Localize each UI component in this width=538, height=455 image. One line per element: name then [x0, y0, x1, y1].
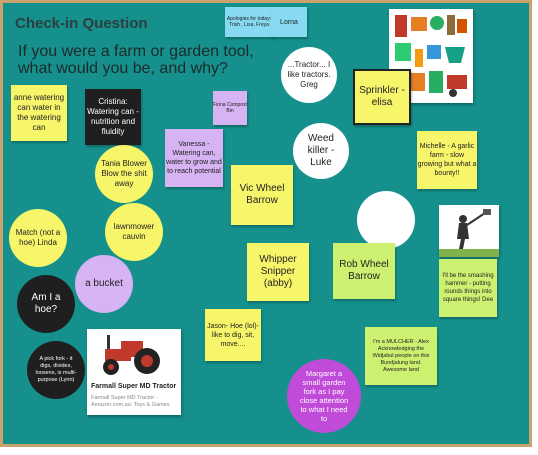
sticky-note-whipper[interactable]: Whipper Snipper (abby) [247, 243, 309, 301]
sticky-note-vic[interactable]: Vic Wheel Barrow [231, 165, 293, 225]
hammer-person-image[interactable] [439, 205, 499, 257]
sticky-note-vanessa[interactable]: Vanessa - Watering can, water to grow an… [165, 129, 223, 187]
sticky-note-sprinkler[interactable]: Sprinkler - elisa [353, 69, 411, 125]
tractor-card-subtitle: Farmall Super MD Tractor - Amazon.com.au… [91, 395, 170, 408]
tractor-image [87, 329, 181, 379]
sticky-note-lorna[interactable]: Lorna [271, 7, 307, 37]
sticky-note-rob[interactable]: Rob Wheel Barrow [333, 243, 395, 299]
sticky-note-mulcher[interactable]: I'm a MULCHER - Alex Acknowledging the W… [365, 327, 437, 385]
garden-tools-illustration [395, 15, 467, 97]
sticky-note-cristina[interactable]: Cristina: Watering can - nutrition and f… [85, 89, 141, 145]
sticky-note-fiona[interactable]: Fiona Compost Bin [213, 91, 247, 125]
circle-note-blank[interactable] [357, 191, 415, 249]
circle-note-tania[interactable]: Tania Blower Blow the shit away [95, 145, 153, 203]
circle-note-tractor-greg[interactable]: ...Tractor... I like tractors. Greg [281, 47, 337, 103]
circle-note-match[interactable]: Match (not a hoe) Linda [9, 209, 67, 267]
circle-note-am-i-hoe[interactable]: Am I a hoe? [17, 275, 75, 333]
tractor-link-card[interactable]: Farmall Super MD Tractor Farmall Super M… [87, 329, 181, 415]
circle-note-lawnmower[interactable]: lawnmower cauvin [105, 203, 163, 261]
sticky-note-anne[interactable]: anne watering can water in the watering … [11, 85, 67, 141]
hammer-illustration [439, 209, 499, 257]
circle-note-bucket[interactable]: a bucket [75, 255, 133, 313]
whiteboard-canvas[interactable]: Check-in Question If you were a farm or … [0, 0, 532, 447]
sticky-note-michelle[interactable]: Michelle - A garlic farm - slow growing … [417, 131, 477, 189]
tractor-card-title: Farmall Super MD Tractor [91, 383, 177, 390]
circle-note-margaret[interactable]: Margaret a small garden fork as I pay cl… [287, 359, 361, 433]
sticky-note-dee[interactable]: I'll be the smashing hammer - putting ro… [439, 259, 497, 317]
board-title: Check-in Question [15, 15, 148, 32]
circle-note-pick-fork[interactable]: A pick fork - it digs, divides, loosens,… [27, 341, 85, 399]
check-in-question: If you were a farm or garden tool, what … [18, 43, 254, 77]
sticky-note-apologies[interactable]: Apologies for today: Trish , Lisa, Freya [225, 7, 273, 37]
sticky-note-jason[interactable]: Jason- Hoe (lol)- like to dig, sit, move… [205, 309, 261, 361]
circle-note-weed-killer[interactable]: Weed killer - Luke [293, 123, 349, 179]
